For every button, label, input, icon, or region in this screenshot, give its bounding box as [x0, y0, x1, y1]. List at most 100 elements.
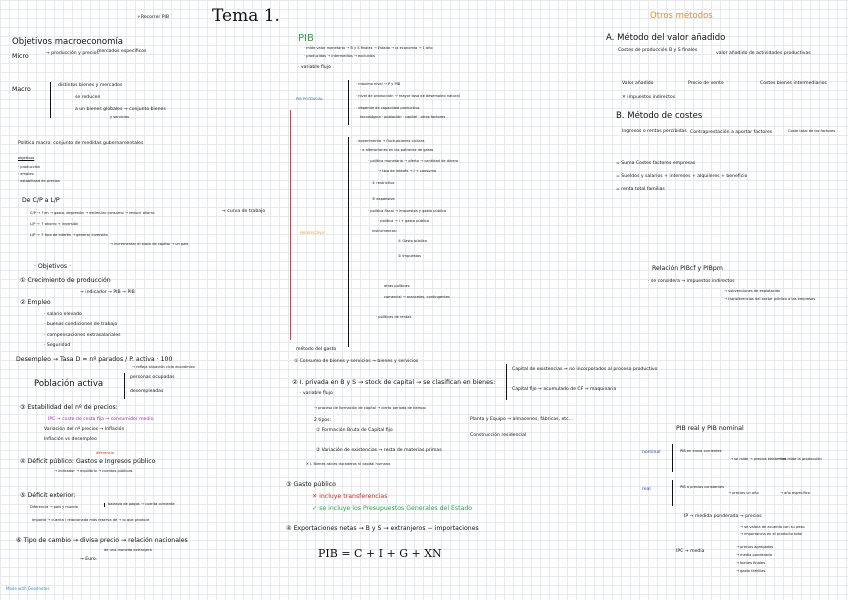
poblacion-activa: Población activa	[34, 379, 104, 389]
page-title: Tema 1.	[212, 6, 280, 26]
right-heading: Otros métodos	[650, 11, 713, 21]
gasto-heading: método del gasto	[296, 347, 337, 352]
pib-intro: · producidas → intermedios → excluidos	[304, 54, 375, 58]
method-a-item: Precio de vente	[688, 81, 724, 86]
desempleo-line: Desempleo → Tasa D = nº parados / P. act…	[16, 356, 173, 363]
method-a-item: Costes bienes intermediarios	[760, 81, 827, 86]
micro-item: → producción y precios	[46, 51, 99, 56]
nominal-item: → se mide → precios existentes	[730, 457, 787, 461]
method-b-item: = Suma Costes factores empresas	[616, 161, 696, 166]
relacion-heading: Relación PIBcf y PIBpm	[652, 265, 723, 272]
objective-3: ③ Estabilidad del nº de precios:	[20, 404, 118, 411]
objective-4: ④ Déficit público: Gastos e Ingresos púb…	[20, 458, 156, 465]
objectives-label: objetivos	[18, 156, 35, 160]
nominal-item: → se mide la producción	[778, 457, 822, 461]
real-item: → precios un año	[728, 491, 759, 495]
ip-item: → importancia en el producto total	[740, 532, 803, 536]
ipc-item: → gasto familias	[736, 569, 766, 573]
cp-line: → incrementar el stock de capital → un p…	[110, 242, 189, 246]
nominal-bracket	[672, 444, 673, 472]
cp-line: L/P → ↑ ahorro + inversión	[30, 222, 79, 226]
micro-item: mercados específicos	[97, 49, 147, 54]
efectivo-item: comercial → aranceles, contingentes	[384, 295, 450, 299]
gasto-item: ✓ se incluye los Presupuestos Generales …	[312, 505, 473, 512]
objective-2-item: · compensaciones extrasalariales	[44, 333, 121, 338]
macro-item: distintos bienes y mercados	[58, 83, 123, 88]
efectivo-item: otras políticas:	[384, 284, 411, 288]
gasto-item: ① Formación Bruta de Capital fijo	[316, 428, 393, 433]
objective-item: · producción	[18, 165, 41, 169]
inflacion-line: Inflación vs desempleo	[44, 437, 97, 442]
method-a-item: Valor añadido	[622, 81, 654, 86]
objective-2-item: · Seguridad	[44, 343, 71, 348]
nominal-label: nominal	[642, 450, 661, 455]
gasto-item: · variable flujo	[300, 391, 333, 396]
cp-line: L/P → ↑ tipo de interés → generar invers…	[30, 233, 108, 237]
ip-item: → se valora de acuerdo con su peso	[740, 525, 805, 529]
gasto-item: ② I. privada en B y S → stock de capital…	[292, 379, 496, 386]
objective-1: ① Crecimiento de producción	[20, 277, 111, 284]
cp-line: C/P → ↑en → gasto, depresión → estimular…	[30, 211, 155, 215]
gasto-item: ③ Gasto público	[286, 481, 336, 488]
capital-bracket	[506, 364, 507, 400]
gasto-item: ④ Exportaciones netas → B y S → extranje…	[286, 525, 479, 532]
method-b-item: Ingresos o rentas percibidas	[622, 129, 687, 134]
macro-bracket	[50, 82, 51, 118]
relacion-item: → subvenciones de explotación	[724, 289, 781, 293]
pib-intro: · mide valor monetario → B y S finales →…	[304, 46, 433, 50]
potencial-item: · depende de capacidad productiva	[356, 106, 420, 110]
macro-item: a un bienes globales → conjunto bienes	[75, 107, 166, 112]
objectives-heading: · Objetivos ·	[34, 263, 72, 270]
capital-item: Construcción residencial	[470, 433, 527, 438]
efectivo-divider	[290, 110, 291, 340]
left-heading: Objetivos macroeconomía	[12, 37, 123, 47]
method-b-item: = Sueldos y salarios + intereses + alqui…	[616, 174, 748, 179]
relacion-item: → transferencias del sector público a la…	[724, 297, 816, 301]
desempleo-note: → refleja situación ciclo económico	[132, 365, 195, 369]
relacion-item: · se considera → impuestos indirectos	[648, 279, 735, 284]
objective-2-item: · buenas condiciones de trabajo	[44, 322, 118, 327]
efectivo-item: ① Gasto público	[398, 239, 427, 243]
ipc-item: → precios agregados	[736, 545, 774, 549]
real-label: real	[642, 487, 651, 492]
efectivo-item: ② expansiva	[372, 197, 395, 201]
efectivo-item: · políticas de rentas	[376, 315, 412, 319]
efectivo-item: instrumentos:	[372, 229, 397, 233]
objective-4-sub: → indicador → equilibrio → cuentas públi…	[54, 469, 133, 473]
efectivo-item: · política → I + gasto público	[378, 219, 430, 223]
objective-item: · empleo	[18, 172, 34, 176]
real-item: → año específico	[780, 491, 810, 495]
ipc-item: → bienes finales	[736, 561, 765, 565]
real-nominal-heading: PIB real y PIB nominal	[676, 425, 744, 432]
objective-item: · estabilidad de precios	[18, 179, 60, 183]
potencial-item: · máximo nivel → P y PIB	[356, 82, 401, 86]
micro-label: Micro	[12, 53, 29, 60]
objective-6-euro: → Euro.	[80, 557, 98, 562]
pib-intro: · variable flujo	[298, 65, 331, 70]
macro-label: Macro	[12, 86, 31, 93]
footer-watermark: Made with Goodnotes	[6, 586, 50, 591]
efectivo-item: · política fiscal → impuestos y gasto pú…	[368, 209, 447, 213]
pib-efectivo-label: PIB EFECTIVO	[300, 231, 325, 235]
objective-6: ⑥ Tipo de cambio → divisa precio → relac…	[16, 537, 188, 544]
nominal-item: PIB en euros corrientes	[680, 449, 722, 453]
efectivo-item: · experimenta → fluctuaciones cíclicas	[356, 139, 425, 143]
method-a-heading: A. Método del valor añadido	[606, 33, 726, 43]
real-item: PIB a precios constantes	[680, 485, 724, 489]
poblacion-item: desempleadas	[130, 389, 164, 394]
potencial-item: tecnológica · población · capital · otro…	[360, 115, 446, 119]
method-a-item: ✕ impuestos indirectos	[622, 95, 676, 100]
capital-item: Capital de existencias → no incorporados…	[512, 367, 658, 372]
gasto-item: ① Consumo de bienes y servicios → bienes…	[294, 359, 419, 364]
ipc-line: IPC → coste de cesta fija → consumidor m…	[48, 417, 154, 422]
variacion-line: Variación del nº precios → Inflación	[44, 427, 125, 432]
potencial-bracket	[348, 80, 349, 125]
method-a-item: valor añadido de actividades productivas	[716, 51, 811, 56]
cp-lp-heading: De C/P a L/P	[22, 197, 60, 204]
poblacion-item: personas ocupadas	[130, 375, 175, 380]
method-b-item: Coste total de los factores	[788, 129, 836, 133]
real-bracket	[672, 480, 673, 506]
potencial-item: · nivel de producción → mayor tasa de de…	[356, 94, 460, 98]
objective-1-sub: → indicador → PIB → PIB	[80, 290, 135, 295]
